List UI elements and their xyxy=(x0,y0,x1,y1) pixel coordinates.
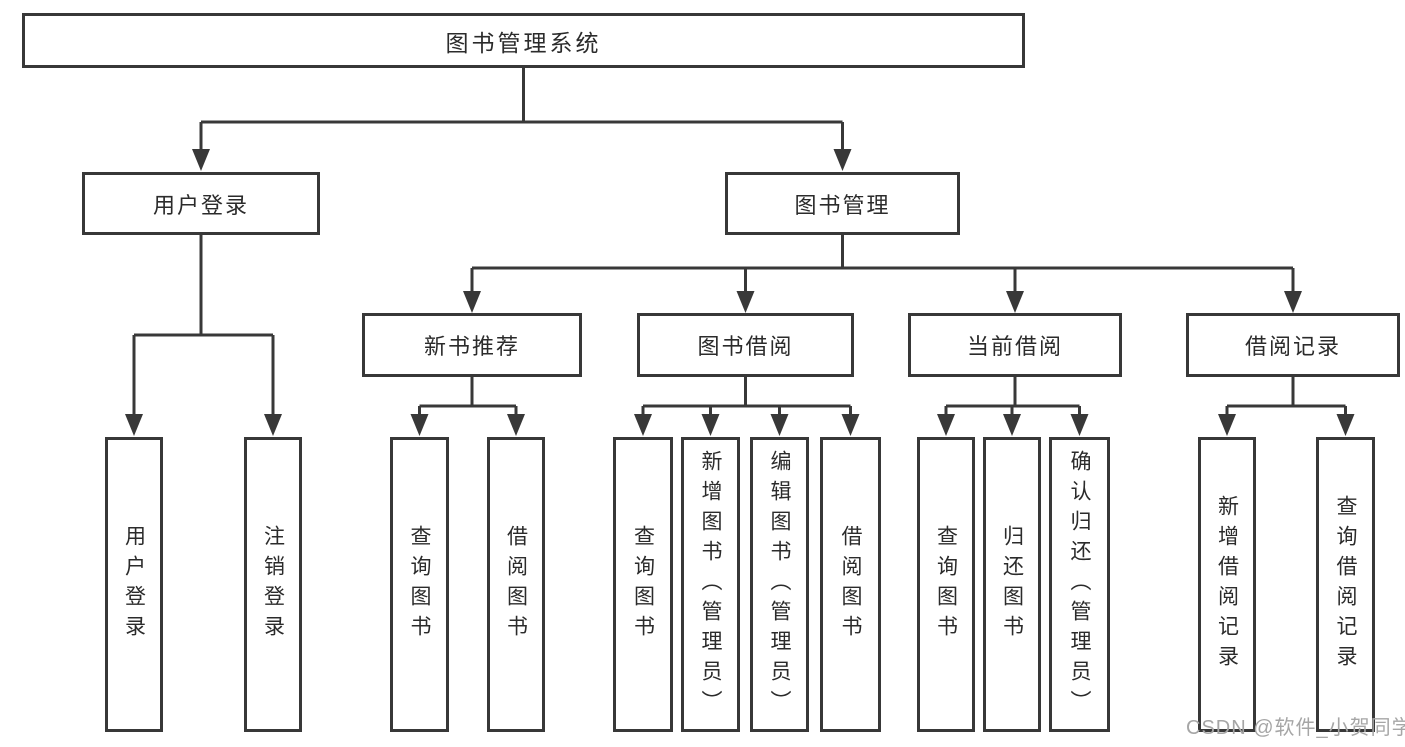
arrow-icon xyxy=(1284,291,1302,313)
arrow-icon xyxy=(937,414,955,436)
arrow-icon xyxy=(507,414,525,436)
leaf-query-book-current: 查询图书 xyxy=(917,437,975,732)
leaf-user-login: 用户登录 xyxy=(105,437,163,732)
leaf-query-book-borrow: 查询图书 xyxy=(613,437,673,732)
leaf-borrow-book-recommend: 借阅图书 xyxy=(487,437,545,732)
leaf-query-borrow-record: 查询借阅记录 xyxy=(1316,437,1375,732)
arrow-icon xyxy=(701,414,720,436)
arrow-icon xyxy=(1003,414,1021,436)
leaf-add-book-admin: 新增图书（管理员） xyxy=(681,437,740,732)
arrow-icon xyxy=(1218,414,1236,436)
leaf-return-book: 归还图书 xyxy=(983,437,1041,732)
leaf-add-borrow-record: 新增借阅记录 xyxy=(1198,437,1256,732)
arrow-icon xyxy=(841,414,860,436)
arrow-icon xyxy=(770,414,789,436)
leaf-query-book-recommend: 查询图书 xyxy=(390,437,449,732)
node-root-system: 图书管理系统 xyxy=(22,13,1025,68)
arrow-icon xyxy=(1070,414,1089,436)
node-current-borrow: 当前借阅 xyxy=(908,313,1122,377)
arrow-icon xyxy=(410,414,429,436)
arrow-icon xyxy=(192,149,210,171)
leaf-edit-book-admin: 编辑图书（管理员） xyxy=(750,437,809,732)
arrow-icon xyxy=(634,414,652,436)
arrow-icon xyxy=(1006,291,1024,313)
arrow-icon xyxy=(833,149,852,171)
leaf-logout: 注销登录 xyxy=(244,437,302,732)
arrow-icon xyxy=(1336,414,1355,436)
leaf-borrow-book: 借阅图书 xyxy=(820,437,881,732)
node-user-login-branch: 用户登录 xyxy=(82,172,320,235)
node-book-borrow: 图书借阅 xyxy=(637,313,854,377)
arrow-icon xyxy=(736,291,755,313)
arrow-icon xyxy=(264,414,282,436)
node-new-book-recommend: 新书推荐 xyxy=(362,313,582,377)
csdn-watermark: CSDN @软件_小贺同学 xyxy=(1186,717,1405,739)
arrow-icon xyxy=(463,291,481,313)
arrow-icon xyxy=(125,414,143,436)
node-borrow-record: 借阅记录 xyxy=(1186,313,1400,377)
node-book-management-branch: 图书管理 xyxy=(725,172,960,235)
leaf-confirm-return-admin: 确认归还（管理员） xyxy=(1049,437,1110,732)
